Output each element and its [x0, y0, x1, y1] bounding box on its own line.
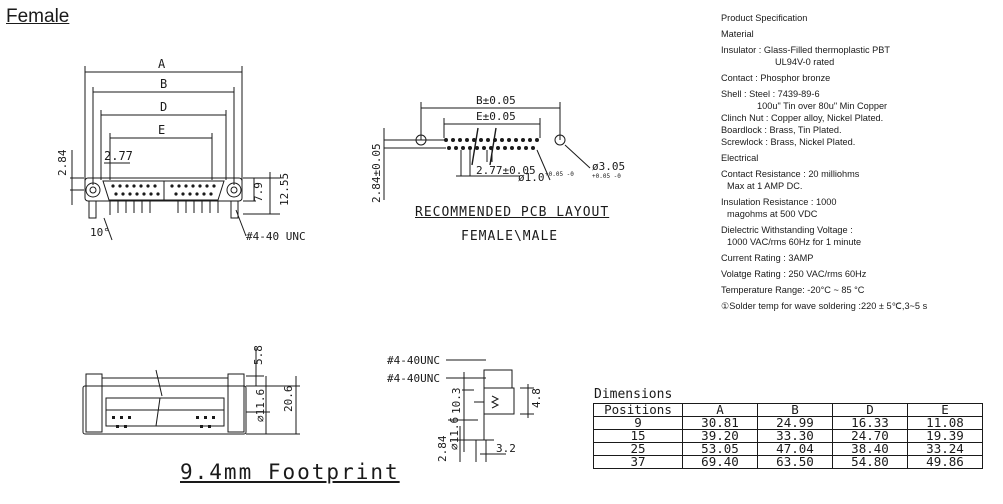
side-screw-1: #4-40UNC: [387, 354, 440, 367]
side-dim-32: 3.2: [496, 442, 516, 455]
pcb-e-dim: E±0.05: [476, 110, 516, 123]
pcb-row-gap: 2.84±0.05: [370, 143, 383, 203]
spec-insulator-2: UL94V-0 rated: [775, 57, 835, 67]
spec-current: Current Rating : 3AMP: [721, 253, 814, 263]
table-cell: 47.04: [757, 442, 833, 456]
spec-shell-2: 100u" Tin over 80u" Min Copper: [757, 101, 888, 111]
table-cell: 63.50: [757, 455, 833, 469]
pcb-b-dim: B±0.05: [476, 94, 516, 107]
height-right-2-label: 12.55: [278, 173, 291, 206]
height-right-1-label: 7.9: [252, 182, 265, 202]
pitch-label: 2.77: [104, 149, 133, 163]
side-dim-284: 2.84: [436, 435, 449, 462]
pcb-layout-title: RECOMMENDED PCB LAYOUT: [415, 205, 610, 220]
spec-screwlock: Screwlock : Brass, Nickel Plated.: [721, 137, 856, 147]
side-dim-48: 4.8: [530, 388, 543, 408]
spec-insul-res-2: magohms at 500 VDC: [727, 209, 818, 219]
height-left-label: 2.84: [56, 149, 69, 176]
spec-shell: Shell : Steel : 7439-89-6: [721, 89, 820, 99]
screw-label: #4-40 UNC: [246, 230, 306, 243]
table-header-row: Positions A B D E: [593, 403, 983, 417]
footprint-dim-total: 20.6: [282, 386, 295, 413]
spec-dielectric-2: 1000 VAC/rms 60Hz for 1 minute: [727, 237, 862, 247]
footprint-dim-top: 5.8: [252, 345, 265, 365]
side-dim-116: ⌀11.6: [448, 417, 461, 450]
spec-contact-res: Contact Resistance : 20 milliohms: [721, 169, 860, 179]
table-cell: 33.30: [757, 429, 833, 443]
table-cell: 19.39: [907, 429, 983, 443]
dimensions-table: Positions A B D E 9 30.81 24.99 16.33 11…: [593, 403, 983, 469]
spec-boardlock: Boardlock : Brass, Tin Plated.: [721, 125, 842, 135]
dim-b-label: B: [160, 77, 167, 91]
table-cell: 37: [593, 455, 683, 469]
pcb-pitch: 2.77±0.05: [476, 164, 536, 177]
spec-heading: Product Specification: [721, 13, 808, 23]
spec-electrical: Electrical: [721, 153, 759, 163]
table-cell: 69.40: [682, 455, 758, 469]
dim-d-label: D: [160, 100, 167, 114]
side-screw-2: #4-40UNC: [387, 372, 440, 385]
spec-insulator: Insulator : Glass-Filled thermoplastic P…: [721, 45, 891, 55]
spec-material: Material: [721, 29, 754, 39]
side-dim-103: 10.3: [450, 388, 463, 415]
table-row: 37 69.40 63.50 54.80 49.86: [593, 455, 983, 469]
pcb-hole-small: ø1.0: [518, 171, 545, 184]
page-title: Female: [6, 6, 70, 27]
pcb-hole-small-tol: +0.05 -0: [545, 171, 574, 178]
dimensions-title: Dimensions: [594, 387, 673, 402]
spec-voltage: Volatge Rating : 250 VAC/rms 60Hz: [721, 269, 867, 279]
spec-solder: ①Solder temp for wave soldering :220 ± 5…: [721, 301, 928, 311]
angle-label: 10°: [90, 226, 110, 239]
spec-contact-res-2: Max at 1 AMP DC.: [727, 181, 803, 191]
spec-clinch: Clinch Nut : Copper alloy, Nickel Plated…: [721, 113, 884, 123]
product-specification: Product Specification Material Insulator…: [721, 12, 999, 312]
spec-dielectric: Dielectric Withstanding Voltage :: [721, 225, 853, 235]
spec-contact: Contact : Phosphor bronze: [721, 73, 831, 83]
pcb-layout-subtitle: FEMALE\MALE: [461, 229, 559, 244]
table-cell: 54.80: [832, 455, 908, 469]
spec-temp: Temperature Range: -20°C ~ 85 °C: [721, 285, 865, 295]
spec-insul-res: Insulation Resistance : 1000: [721, 197, 837, 207]
pcb-hole-large-tol: +0.05 -0: [592, 173, 621, 180]
footprint-title: 9.4mm Footprint: [180, 460, 400, 484]
dim-e-label: E: [158, 123, 165, 137]
pcb-hole-large: ø3.05: [592, 160, 625, 173]
dim-a-label: A: [158, 57, 166, 71]
footprint-dim-mid: ⌀11.6: [254, 389, 267, 422]
table-cell: 49.86: [907, 455, 983, 469]
table-cell: 16.33: [832, 416, 908, 430]
